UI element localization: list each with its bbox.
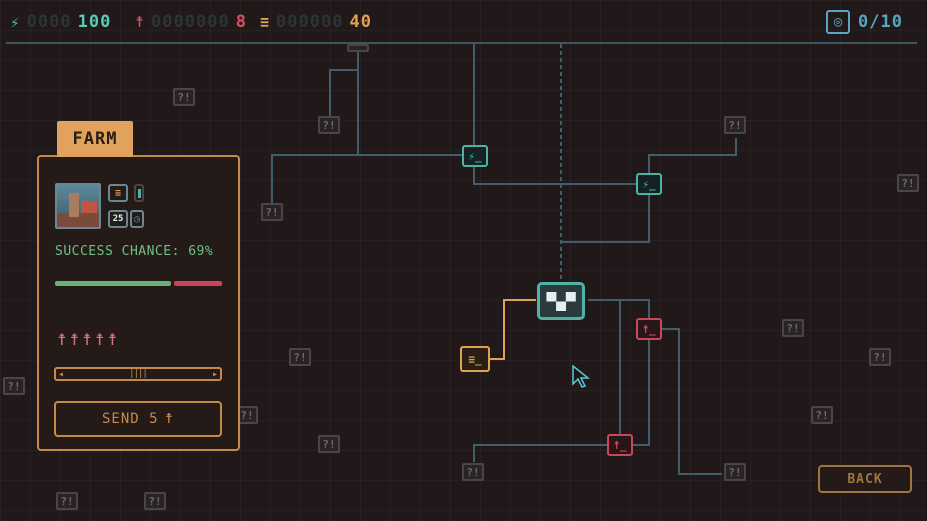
unknown-node[interactable]: ?! [56,492,78,510]
failure-bar [174,281,222,286]
clock-icon: ◷ [130,210,144,228]
person-icon: ☨ [69,330,80,349]
person-icon: ☨ [107,330,118,349]
cursor-icon [572,365,590,388]
panel-title: FARM [57,121,133,157]
unknown-node[interactable]: ?! [869,348,891,366]
food-value: 40 [349,12,372,32]
unknown-node[interactable] [347,44,369,52]
unknown-node[interactable]: ?! [724,116,746,134]
person-icon: ☨ [135,13,146,31]
back-button[interactable]: BACK [818,465,912,493]
unknown-node[interactable]: ?! [289,348,311,366]
person-icon: ☨ [82,330,92,349]
people-node[interactable]: ☨_ [636,318,662,340]
success-chance-label: SUCCESS CHANCE: 69% [55,244,214,259]
unknown-node[interactable]: ?! [144,492,166,510]
unknown-node[interactable]: ?! [782,319,804,337]
unknown-node[interactable]: ?! [811,406,833,424]
people-node[interactable]: ☨_ [607,434,633,456]
success-bar [55,281,171,286]
duration-badge: 25 [108,210,128,228]
unknown-node[interactable]: ?! [462,463,484,481]
unknown-node[interactable]: ?! [318,435,340,453]
person-icon: ☨ [57,330,67,349]
objective-counter: ◎ 0/10 [826,10,903,34]
arrow-right-icon[interactable]: ▸ [211,368,218,380]
people-value: 8 [235,12,247,32]
unknown-node[interactable]: ?! [3,377,25,395]
energy-value: 100 [77,12,112,32]
energy-node[interactable]: ⚡_ [462,145,488,167]
unknown-node[interactable]: ?! [173,88,195,106]
home-base-node[interactable]: ▀▄▀ [537,282,585,320]
unknown-node[interactable]: ?! [897,174,919,192]
people-slider[interactable]: ◂ |||| ▸ [54,367,222,381]
person-icon: ☨ [164,411,174,427]
slider-thumb[interactable]: |||| [129,369,148,379]
unknown-node[interactable]: ?! [724,463,746,481]
send-button[interactable]: SEND 5 ☨ [54,401,222,437]
food-icon: ≡ [260,13,271,31]
arrow-left-icon[interactable]: ◂ [58,368,65,380]
energy-meter-icon [134,184,144,202]
energy-bolt-icon: ⚡ [10,12,21,32]
unknown-node[interactable]: ?! [261,203,283,221]
person-icon: ☨ [94,330,105,349]
hud-divider [6,42,917,44]
send-label: SEND 5 [101,411,159,427]
unknown-node[interactable]: ?! [236,406,258,424]
food-reward-icon: ≡ [108,184,128,202]
objective-value: 0/10 [858,12,903,32]
assigned-people: ☨ ☨ ☨ ☨ ☨ [57,330,117,349]
unknown-node[interactable]: ?! [318,116,340,134]
target-icon: ◎ [826,10,851,34]
energy-node[interactable]: ⚡_ [636,173,662,195]
food-node[interactable]: ≡_ [460,346,490,372]
location-portrait [55,183,101,229]
